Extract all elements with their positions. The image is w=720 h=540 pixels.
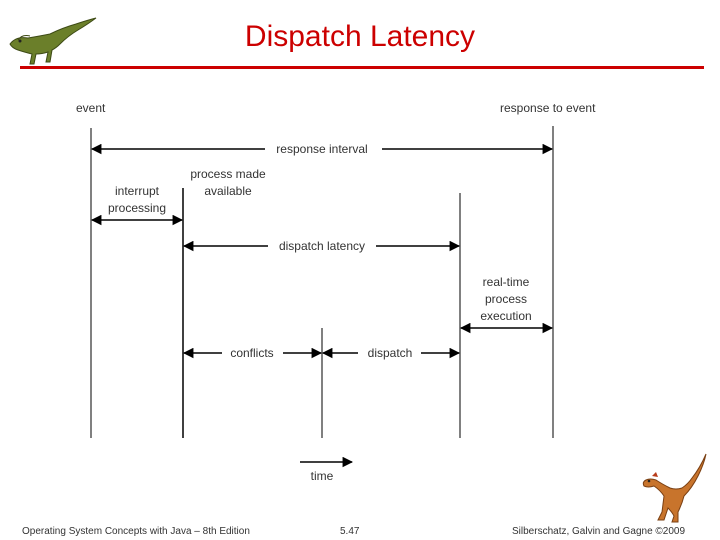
title-underline (20, 66, 704, 69)
realtime-label-line3: execution (480, 309, 531, 323)
footer-book-title: Operating System Concepts with Java – 8t… (22, 526, 250, 537)
footer-page-number: 5.47 (340, 526, 360, 537)
response-interval-label: response interval (276, 142, 367, 156)
slide-title: Dispatch Latency (244, 20, 476, 53)
conflicts-label: conflicts (230, 346, 273, 360)
process-available-label-line1: process made (190, 167, 266, 181)
event-label: event (76, 101, 106, 115)
interrupt-label-line2: processing (108, 201, 166, 215)
dispatch-label: dispatch (368, 346, 413, 360)
dinosaur-icon (642, 453, 707, 523)
time-label: time (311, 469, 334, 483)
interrupt-label-line1: interrupt (115, 184, 160, 198)
dinosaur-icon (9, 17, 97, 65)
response-to-event-label: response to event (500, 101, 596, 115)
footer-authors: Silberschatz, Galvin and Gagne ©2009 (512, 526, 686, 537)
realtime-label-line2: process (485, 292, 527, 306)
realtime-label-line1: real-time (483, 275, 530, 289)
dispatch-latency-label: dispatch latency (279, 239, 365, 253)
process-available-label-line2: available (204, 184, 252, 198)
